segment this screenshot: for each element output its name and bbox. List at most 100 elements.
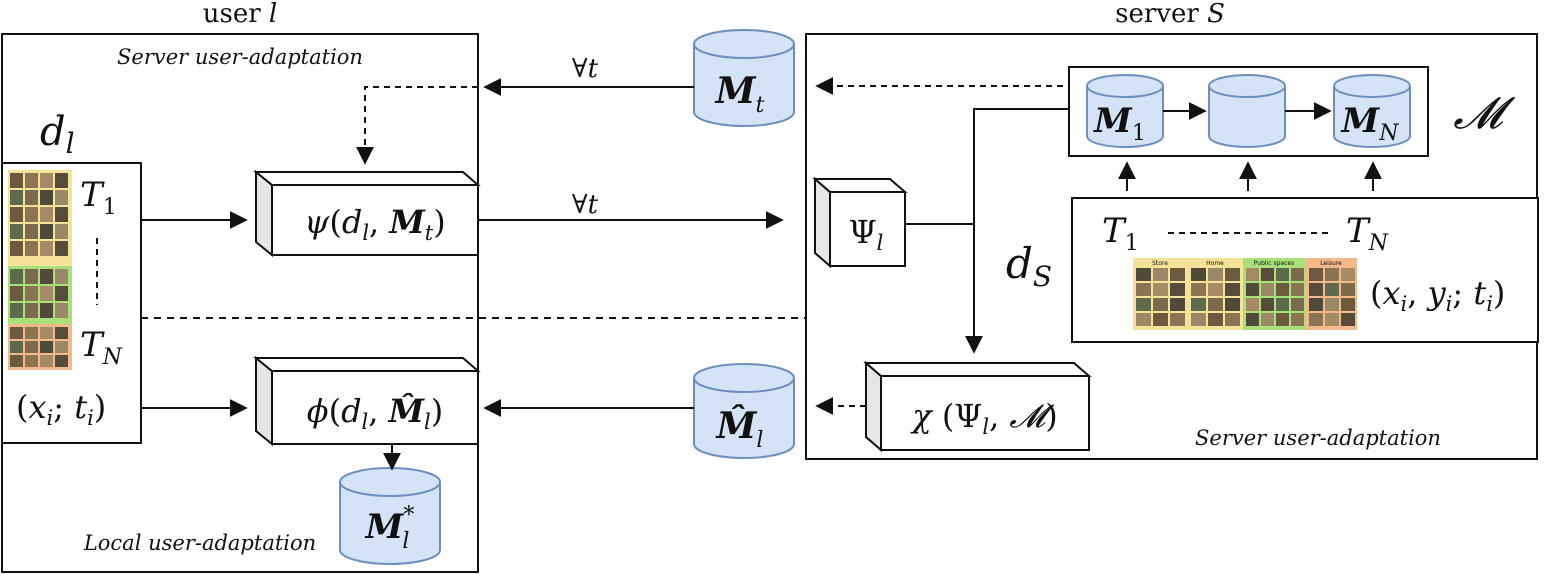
user-thumbnail-tile (10, 341, 23, 353)
server-thumbnail-tile (1208, 283, 1223, 296)
model-hat-cylinder: M̂l (693, 363, 795, 459)
user-thumbnail-tile (25, 241, 38, 256)
user-thumbnail-tile (55, 173, 68, 188)
model-hat-label: M̂l (715, 405, 764, 453)
arrow-models-to-chi (965, 108, 1069, 354)
server-thumbnail-tile (1136, 298, 1151, 311)
user-thumbnail-tile (10, 173, 23, 188)
server-model-mid-cylinder (1208, 74, 1286, 148)
user-thumbnail-tile (25, 303, 38, 318)
user-thumbnail-tile (40, 341, 53, 353)
server-thumbnail-tile (1170, 283, 1185, 296)
server-thumbnail-tile (1153, 283, 1168, 296)
server-thumbnail-tile (1208, 298, 1223, 311)
user-thumbnail-tile (40, 224, 53, 239)
server-thumbnail-tile (1225, 298, 1240, 311)
server-thumbnail-tile (1276, 298, 1289, 311)
user-thumbnail-tile (55, 303, 68, 318)
psi-box-label: ψ(dl, Mt) (304, 203, 445, 245)
user-dataset-tn: TN (80, 325, 123, 370)
server-thumbnail-tile (1291, 313, 1304, 326)
server-adaptation-label: Server user-adaptation (1195, 426, 1441, 450)
server-thumbnail-tile (1309, 298, 1323, 311)
server-thumbnail-tile (1309, 268, 1323, 281)
server-model-n-cylinder: MN (1333, 74, 1411, 148)
server-thumbnail-tile (1276, 313, 1289, 326)
middle-channel: Mt M̂l ∀t ∀t (478, 29, 795, 459)
server-thumbnail-tile (1191, 283, 1206, 296)
user-thumbnail-tile (40, 355, 53, 367)
user-thumbnail-tile (40, 327, 53, 339)
user-thumbnail-tile (40, 173, 53, 188)
server-thumbnail-tile (1170, 298, 1185, 311)
forall-mid: ∀t (572, 190, 599, 220)
server-thumbnail-tile (1191, 298, 1206, 311)
strip-header: Store (1152, 260, 1168, 267)
server-thumbnail-tile (1309, 313, 1323, 326)
user-thumbnail-tile (55, 355, 68, 367)
user-thumbnail-tile (55, 327, 68, 339)
server-thumbnail-tile (1153, 313, 1168, 326)
strip-header: Public spaces (1254, 260, 1294, 267)
server-thumbnail-tile (1153, 298, 1168, 311)
server-panel: server S Server user-adaptation M1 MN 𝓜 … (805, 0, 1539, 460)
server-thumbnail-tile (1170, 313, 1185, 326)
server-thumbnail-tile (1136, 313, 1151, 326)
server-thumbnail-tile (1341, 283, 1355, 296)
server-thumbnail-tile (1191, 268, 1206, 281)
server-thumbnail-tile (1276, 283, 1289, 296)
user-thumbnail-tile (40, 303, 53, 318)
server-thumbnail-tile (1325, 313, 1339, 326)
server-thumbnail-tile (1261, 283, 1274, 296)
server-thumbnail-tile (1291, 283, 1304, 296)
psi-cap-box: Ψl (812, 176, 908, 269)
user-thumbnail-tile (25, 286, 38, 301)
strip-header: Leisure (1320, 260, 1342, 267)
user-thumbnail-tile (55, 190, 68, 205)
user-dataset-label: dl (40, 109, 75, 160)
user-thumbnail-tile (10, 327, 23, 339)
server-thumbnail-tile (1246, 283, 1259, 296)
server-thumbnail-tile (1261, 298, 1274, 311)
user-thumbnail-tile (10, 207, 23, 222)
user-thumbnail-tile (25, 341, 38, 353)
user-server-adaptation-label: Server user-adaptation (117, 45, 363, 69)
server-thumbnail-tile (1341, 298, 1355, 311)
server-thumbnail-tile (1225, 313, 1240, 326)
user-thumbnail-tile (55, 241, 68, 256)
psi-box: ψ(dl, Mt) (253, 169, 481, 258)
user-panel: user l Server user-adaptation Local user… (1, 0, 481, 573)
user-thumbnail-tile (25, 269, 38, 284)
forall-top: ∀t (572, 54, 599, 84)
server-model-1-label: M1 (1093, 101, 1146, 146)
server-dataset-label: dS (1006, 239, 1052, 293)
server-thumbnail-tile (1309, 283, 1323, 296)
server-thumbnail-tile (1225, 268, 1240, 281)
dashed-arrow-to-psi (356, 86, 478, 165)
user-thumbnail-tile (10, 224, 23, 239)
server-thumbnail-tile (1170, 268, 1185, 281)
user-thumbnail-tile (10, 286, 23, 301)
user-thumbnail-tile (40, 190, 53, 205)
server-thumbnail-tile (1261, 268, 1274, 281)
server-thumbnail-tile (1136, 283, 1151, 296)
server-thumbnail-tile (1191, 313, 1206, 326)
server-title: server S (1115, 0, 1225, 29)
phi-box: ϕ(dl, M̂l) (253, 355, 481, 447)
user-thumbnail-tile (25, 190, 38, 205)
phi-box-label: ϕ(dl, M̂l) (307, 392, 443, 434)
user-thumbnail-tile (10, 269, 23, 284)
user-thumbnail-tile (10, 190, 23, 205)
server-thumbnail-tile (1246, 268, 1259, 281)
server-thumbnail-tile (1208, 313, 1223, 326)
server-thumbnail-tile (1246, 313, 1259, 326)
server-thumbnail-tile (1291, 268, 1304, 281)
server-thumbnail-tile (1276, 268, 1289, 281)
user-thumbnail-tile (25, 173, 38, 188)
server-thumbnail-tile (1246, 298, 1259, 311)
user-thumbnail-tile (10, 355, 23, 367)
user-thumbnail-tile (10, 303, 23, 318)
user-thumbnail-tile (25, 327, 38, 339)
